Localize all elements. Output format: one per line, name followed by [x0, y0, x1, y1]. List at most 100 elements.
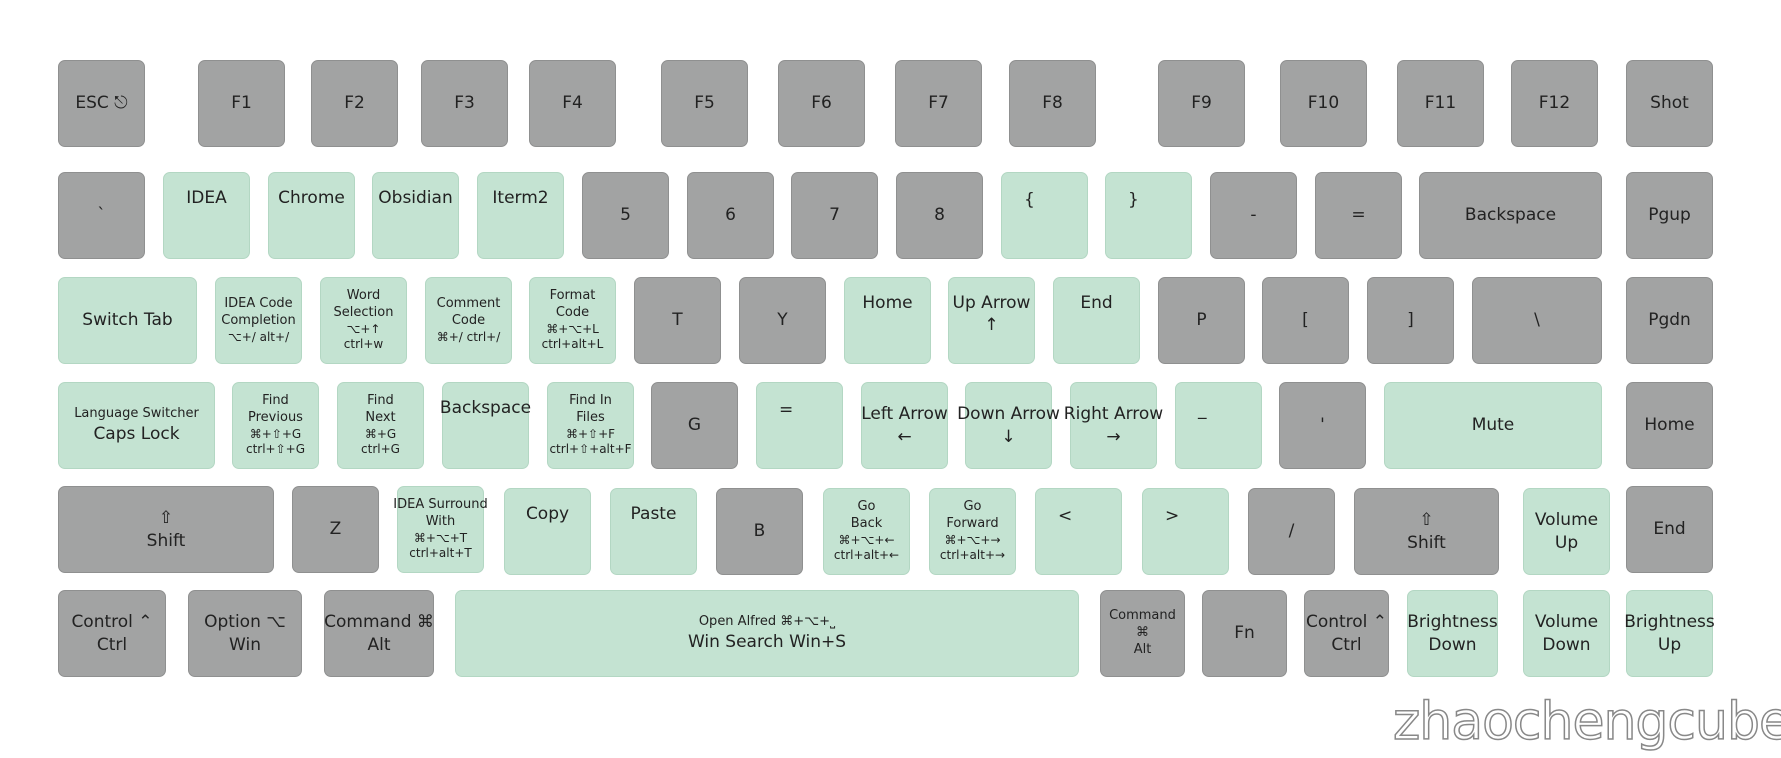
key-chrome[interactable]: Chrome — [268, 172, 355, 259]
key-slash[interactable]: / — [1248, 488, 1335, 575]
key-word-selection-label-2: Selection — [333, 304, 394, 320]
key-up-arrow[interactable]: Up Arrow↑ — [948, 277, 1035, 364]
key-left-shift[interactable]: ⇧Shift — [58, 486, 274, 573]
key-z-label-1: Z — [329, 519, 342, 540]
key-up-arrow-label-1: Up Arrow — [952, 293, 1031, 313]
key-end-nav[interactable]: End — [1053, 277, 1140, 364]
key-shot[interactable]: Shot — [1626, 60, 1713, 147]
key-f10[interactable]: F10 — [1280, 60, 1367, 147]
key-less-than-label-1: < — [1058, 506, 1073, 526]
key-copy-label-1: Copy — [525, 504, 570, 524]
key-f5[interactable]: F5 — [661, 60, 748, 147]
key-greater-than[interactable]: > — [1142, 488, 1229, 575]
key-pgup-label-1: Pgup — [1648, 205, 1691, 226]
key-left-command[interactable]: Command ⌘Alt — [324, 590, 434, 677]
key-right-shift[interactable]: ⇧Shift — [1354, 488, 1499, 575]
key-quote-label-1: ' — [1320, 415, 1325, 436]
key-backslash[interactable]: \ — [1472, 277, 1602, 364]
key-left-arrow[interactable]: Left Arrow← — [861, 382, 948, 469]
key-comment-code-label-3: ⌘+/ ctrl+/ — [436, 329, 501, 344]
key-esc[interactable]: ESC ⎋ — [58, 60, 145, 147]
key-iterm2[interactable]: Iterm2 — [477, 172, 564, 259]
key-idea[interactable]: IDEA — [163, 172, 250, 259]
key-f2[interactable]: F2 — [311, 60, 398, 147]
key-underscore[interactable]: _ — [1175, 382, 1262, 469]
key-down-arrow-label-1: Down Arrow — [957, 404, 1060, 425]
key-right-brace[interactable]: } — [1105, 172, 1192, 259]
key-right-command[interactable]: Command⌘Alt — [1100, 590, 1185, 677]
key-left-option[interactable]: Option ⌥Win — [188, 590, 302, 677]
key-switch-tab[interactable]: Switch Tab — [58, 277, 197, 364]
key-paste[interactable]: Paste — [610, 488, 697, 575]
key-b-label-1: B — [753, 521, 766, 542]
key-7[interactable]: 7 — [791, 172, 878, 259]
key-z[interactable]: Z — [292, 486, 379, 573]
key-backtick[interactable]: ` — [58, 172, 145, 259]
key-word-selection-label-1: Word — [346, 288, 381, 304]
key-space[interactable]: Open Alfred ⌘+⌥+⎵Win Search Win+S — [455, 590, 1079, 677]
key-backspace-layer[interactable]: Backspace — [440, 382, 531, 469]
key-pgdn[interactable]: Pgdn — [1626, 277, 1713, 364]
key-f1[interactable]: F1 — [198, 60, 285, 147]
key-equals[interactable]: = — [1315, 172, 1402, 259]
key-f7[interactable]: F7 — [895, 60, 982, 147]
key-left-control[interactable]: Control ⌃Ctrl — [58, 590, 166, 677]
key-8[interactable]: 8 — [896, 172, 983, 259]
key-f9[interactable]: F9 — [1158, 60, 1245, 147]
key-home-nav[interactable]: Home — [844, 277, 931, 364]
key-word-selection-label-4: ctrl+w — [343, 337, 384, 352]
key-right-arrow[interactable]: Right Arrow→ — [1064, 382, 1163, 469]
key-t[interactable]: T — [634, 277, 721, 364]
key-idea-surround-with-label-3: ⌘+⌥+T — [413, 530, 468, 545]
key-go-forward-label-3: ⌘+⌥+→ — [944, 532, 1001, 547]
key-right-bracket[interactable]: ] — [1367, 277, 1454, 364]
key-fn[interactable]: Fn — [1202, 590, 1287, 677]
key-f11[interactable]: F11 — [1397, 60, 1484, 147]
key-home[interactable]: Home — [1626, 382, 1713, 469]
key-obsidian[interactable]: Obsidian — [372, 172, 459, 259]
key-quote[interactable]: ' — [1279, 382, 1366, 469]
key-6[interactable]: 6 — [687, 172, 774, 259]
key-mute[interactable]: Mute — [1384, 382, 1602, 469]
key-g[interactable]: G — [651, 382, 738, 469]
key-b[interactable]: B — [716, 488, 803, 575]
key-minus[interactable]: - — [1210, 172, 1297, 259]
key-end[interactable]: End — [1626, 486, 1713, 573]
key-y[interactable]: Y — [739, 277, 826, 364]
key-less-than[interactable]: < — [1035, 488, 1122, 575]
key-left-option-label-2: Win — [229, 634, 261, 655]
key-backspace[interactable]: Backspace — [1419, 172, 1602, 259]
key-5[interactable]: 5 — [582, 172, 669, 259]
key-f8[interactable]: F8 — [1009, 60, 1096, 147]
key-up-arrow-label-2: ↑ — [984, 315, 999, 336]
key-f6[interactable]: F6 — [778, 60, 865, 147]
key-down-arrow[interactable]: Down Arrow↓ — [957, 382, 1060, 469]
key-right-control[interactable]: Control ⌃Ctrl — [1304, 590, 1389, 677]
key-copy[interactable]: Copy — [504, 488, 591, 575]
key-f4[interactable]: F4 — [529, 60, 616, 147]
key-f3[interactable]: F3 — [421, 60, 508, 147]
key-equals-layer[interactable]: = — [756, 382, 843, 469]
key-left-brace[interactable]: { — [1001, 172, 1088, 259]
key-pgup[interactable]: Pgup — [1626, 172, 1713, 259]
key-left-control-label-1: Control ⌃ — [71, 612, 153, 633]
key-p[interactable]: P — [1158, 277, 1245, 364]
key-f12[interactable]: F12 — [1511, 60, 1598, 147]
key-left-bracket[interactable]: [ — [1262, 277, 1349, 364]
